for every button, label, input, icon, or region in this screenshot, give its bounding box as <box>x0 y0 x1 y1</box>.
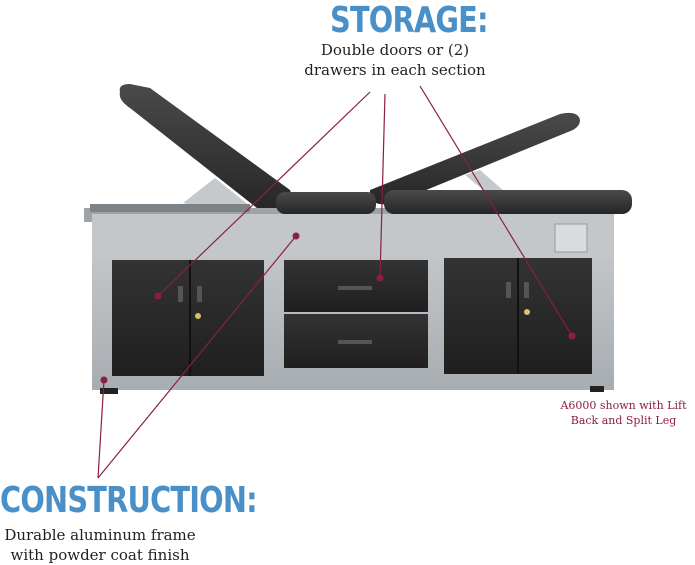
callout-lines <box>97 85 573 479</box>
lift-back-cushion <box>119 84 292 212</box>
model-note-line-2: Back and Split Leg <box>570 414 677 427</box>
model-note: A6000 shown with Lift Back and Split Leg <box>556 398 691 428</box>
storage-heading: STORAGE: <box>330 0 489 41</box>
left-storage-cabinet <box>112 260 264 376</box>
callout-dots <box>100 232 576 384</box>
foot-cushion <box>384 190 632 214</box>
right-storage-cabinet <box>444 258 592 374</box>
center-drawers <box>284 260 428 368</box>
construction-heading: CONSTRUCTION: <box>0 480 258 521</box>
construction-caption: Durable aluminum frame with powder coat … <box>0 525 200 565</box>
storage-caption-line-2: drawers in each section <box>304 61 486 79</box>
storage-caption-line-1: Double doors or (2) <box>320 41 470 59</box>
model-note-line-1: A6000 shown with Lift <box>560 399 687 412</box>
storage-caption: Double doors or (2) drawers in each sect… <box>285 40 505 80</box>
construction-caption-line-1: Durable aluminum frame <box>4 526 196 544</box>
construction-caption-line-2: with powder coat finish <box>10 546 190 564</box>
center-cushion <box>276 192 376 214</box>
outlet-box <box>554 223 588 253</box>
